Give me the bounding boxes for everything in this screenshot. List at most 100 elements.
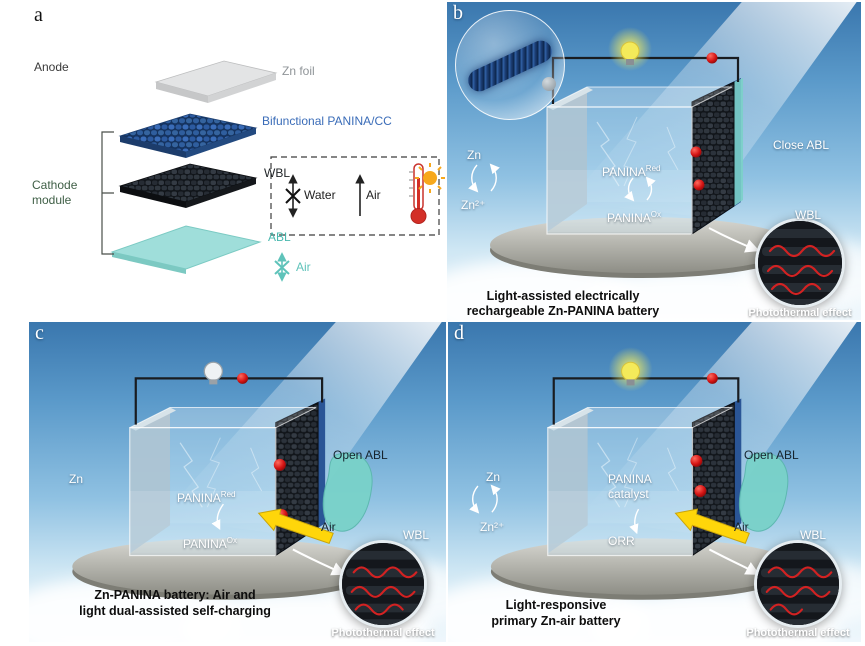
air-label: Air xyxy=(734,520,749,534)
photothermal-label: Photothermal effect xyxy=(746,627,850,639)
light-bulb-icon xyxy=(620,41,640,61)
caption-line1: Light-assisted electrically xyxy=(486,289,640,303)
wbl-layer xyxy=(118,163,258,208)
wbl-label: WBL xyxy=(264,166,291,180)
panel-b-illustration xyxy=(468,2,857,278)
zn-ion-label: Zn²⁺ xyxy=(461,198,486,212)
panina-red-label: PANINARed xyxy=(177,490,236,505)
open-abl-label: Open ABL xyxy=(333,448,388,462)
red-sphere xyxy=(273,458,286,471)
platform xyxy=(490,217,794,273)
zn-label: Zn xyxy=(467,148,482,162)
orr-down-arrow xyxy=(629,508,640,535)
zn-cycle-arrows xyxy=(469,484,501,514)
panel-b: b Zn Zn²⁺ PANINARed PANINAOx Close ABL W… xyxy=(447,2,861,320)
red-sphere xyxy=(693,179,705,191)
photothermal-inset-art xyxy=(758,221,842,305)
bulb-base xyxy=(626,379,635,386)
photothermal-label: Photothermal effect xyxy=(748,307,852,319)
panina-cycle-arrows xyxy=(624,176,656,202)
panel-a: a Anode Zn foil Bifunctional PANINA/CC W… xyxy=(28,4,446,320)
cathode-module-label-line2: module xyxy=(32,193,72,207)
red-sphere xyxy=(694,485,707,498)
panel-letter-a: a xyxy=(34,4,43,26)
red-sphere xyxy=(690,146,702,158)
circuit-wire xyxy=(134,377,324,425)
open-abl-sheet xyxy=(738,452,789,532)
panina-catalyst-line2: catalyst xyxy=(608,487,649,501)
photothermal-label: Photothermal effect xyxy=(331,627,435,639)
caption-line2: light dual-assisted self-charging xyxy=(79,604,271,618)
bulb-base xyxy=(626,59,634,65)
caption-line1: Zn-PANINA battery: Air and xyxy=(94,588,256,602)
sun-icon xyxy=(415,163,445,193)
battery-cell xyxy=(129,398,326,557)
light-bulb-icon xyxy=(621,361,641,381)
water-label: Water xyxy=(304,188,336,202)
cathode-module-bracket xyxy=(101,131,114,255)
photothermal-inset xyxy=(754,540,842,628)
abl-layer xyxy=(110,225,262,274)
air-arrow xyxy=(257,508,334,545)
cathode-module-label-line1: Cathode xyxy=(32,178,78,192)
platform xyxy=(72,538,379,595)
air-label: Air xyxy=(321,520,336,534)
wbl-label: WBL xyxy=(795,208,822,222)
thermometer-icon xyxy=(409,163,427,224)
zn-foil-layer xyxy=(154,60,278,103)
wbl-label: WBL xyxy=(800,528,827,542)
platform xyxy=(490,538,795,595)
water-cross-icon xyxy=(285,188,301,204)
photothermal-inset xyxy=(755,218,845,308)
panina-red-label: PANINARed xyxy=(602,164,661,179)
panina-catalyst-line1: PANINA xyxy=(608,472,652,486)
panel-letter-c: c xyxy=(35,322,44,344)
open-abl-sheet xyxy=(322,452,373,532)
wire-node xyxy=(706,52,718,64)
photothermal-inset-art xyxy=(757,543,839,625)
abl-air-crossed-arrows xyxy=(274,252,290,282)
red-sphere xyxy=(690,454,703,467)
zn-cycle-arrows xyxy=(468,163,500,193)
nanofiber-bubble-inset xyxy=(455,10,565,120)
panel-letter-b: b xyxy=(453,2,463,24)
wire-node xyxy=(706,372,718,384)
panel-a-illustration xyxy=(101,60,445,282)
caption-line2: primary Zn-air battery xyxy=(491,614,621,628)
abl-air-label: Air xyxy=(296,260,311,274)
light-bulb-icon xyxy=(203,361,224,382)
wbl-label: WBL xyxy=(403,528,430,542)
water-air-dashed-box xyxy=(270,156,445,236)
panel-d-illustration xyxy=(469,322,857,600)
zn-ion-label: Zn²⁺ xyxy=(480,520,505,534)
open-abl-label: Open ABL xyxy=(744,448,799,462)
nanofiber-tip xyxy=(542,77,556,91)
panina-cc-layer xyxy=(118,113,258,158)
photothermal-inset xyxy=(339,540,427,628)
abl-label: ABL xyxy=(268,230,291,244)
photothermal-arrow xyxy=(708,227,760,253)
battery-cell xyxy=(546,78,743,235)
caption-line1: Light-responsive xyxy=(505,598,607,612)
caption-line2: rechargeable Zn-PANINA battery xyxy=(466,304,660,318)
panel-c: c Zn PANINARed PANINAOx Open ABL Air WBL… xyxy=(29,322,446,642)
zn-foil-label: Zn foil xyxy=(282,64,315,78)
panina-cc-label: Bifunctional PANINA/CC xyxy=(262,114,392,128)
cathode-wbl xyxy=(691,81,735,235)
orr-label: ORR xyxy=(608,534,635,548)
panel-d: d Zn Zn²⁺ PANINA catalyst ORR Open ABL A… xyxy=(448,322,861,642)
photothermal-arrow xyxy=(708,548,760,575)
air-arrow xyxy=(674,508,750,545)
panina-down-arrow xyxy=(211,503,224,531)
bulb-base xyxy=(209,379,218,385)
wire-node xyxy=(236,372,249,384)
panina-ox-label: PANINAOx xyxy=(607,210,662,225)
close-abl-label: Close ABL xyxy=(773,138,830,152)
panel-letter-d: d xyxy=(454,322,464,344)
anode-label: Anode xyxy=(34,60,69,74)
closed-abl-strip xyxy=(734,78,743,206)
zn-label: Zn xyxy=(69,472,84,486)
panel-c-illustration xyxy=(72,322,442,600)
battery-cell xyxy=(547,398,742,557)
